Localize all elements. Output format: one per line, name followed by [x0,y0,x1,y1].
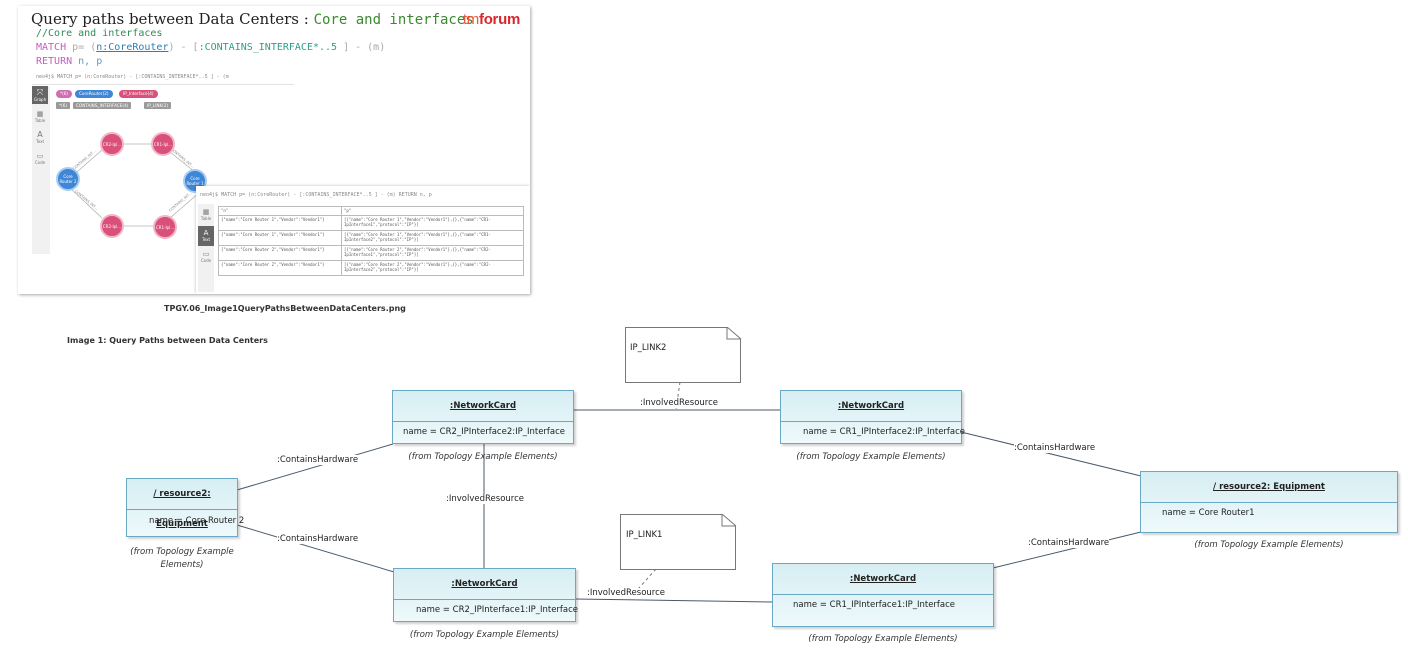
connector-involved-bot [574,598,774,603]
legend-rel-all[interactable]: *(6) [56,102,71,109]
from-package-label: Elements) [160,560,204,570]
slide-screenshot: Query paths between Data Centers : Core … [18,6,530,294]
table-row: {"name":"Core Router 2","Vendor":"Vendor… [218,260,524,276]
note-ip-link1-text: IP_LINK1 [626,530,663,540]
graph-edge [69,187,103,219]
image-caption: Image 1: Query Paths between Data Center… [67,336,268,345]
label-contains-bl: :ContainsHardware [277,534,359,544]
equipment-core-router-1[interactable]: / resource2: Equipment name = Core Route… [1140,471,1398,533]
from-package-label: (from Topology Example Elements) [409,630,560,640]
table-view-button-2[interactable]: ▦Table [200,208,212,221]
legend-node-corerouter[interactable]: CoreRouter(2) [75,90,113,98]
graph-node-cr1-ip1[interactable]: CR1-Ipl... [153,215,177,239]
class-title: :NetworkCard [393,391,573,422]
class-attribute: name = CR2_IPInterface2:IP_Interface [403,427,566,437]
tmforum-logo: tmforum [462,11,520,28]
file-caption: TPGY.06_Image1QueryPathsBetweenDataCente… [164,304,406,313]
table-result-pane: neo4j$ MATCH p= (n:CoreRouter) - [:CONTA… [196,186,530,294]
slide-title-text: Query paths between Data Centers : [31,10,314,28]
class-attribute: name = CR1_IPInterface2:IP_Interface [803,427,966,437]
connector-contains-tr [960,431,1142,477]
note-ip-link2 [625,327,741,383]
from-package-label: (from Topology Example Elements) [796,452,946,462]
from-package-label: (from Topology Example Elements) [1194,540,1344,550]
code-view-button[interactable]: ▭Code [34,152,46,165]
code-comment: //Core and interfaces [36,28,163,39]
slide-title: Query paths between Data Centers : Core … [31,10,474,28]
graph-node-cr2-ip1[interactable]: CR2-Ipl... [100,214,124,238]
code-view-button-2[interactable]: ▭Code [200,250,212,263]
class-title: :NetworkCard [773,564,993,595]
table-row: {"name":"Core Router 1","Vendor":"Vendor… [218,230,524,246]
connector-contains-br [992,531,1142,569]
class-attribute: name = Core Router 2 [149,516,245,526]
result-table: "n" "p" {"name":"Core Router 1","Vendor"… [218,206,524,276]
graph-view-button[interactable]: ⤧Graph [32,86,48,104]
legend-rel-iplink[interactable]: IP_LINK(2) [144,102,172,109]
graph-edge [169,191,201,219]
class-title: :NetworkCard [781,391,961,422]
note-ip-link1 [620,514,736,570]
label-involved-mid: :InvolvedResource [446,494,524,504]
code-return-line: RETURN n, p [36,56,103,67]
note-fold-icon [721,514,737,527]
graph-node-cr2-ip2[interactable]: CR2-Ipl... [100,132,124,156]
class-title: / resource2: Equipment [1141,472,1397,503]
graph-node-core-router-1[interactable]: Core Router 1 [183,169,207,193]
label-involved-top: :InvolvedResource [640,398,718,408]
label-contains-tr: :ContainsHardware [1014,443,1096,453]
table-view-button[interactable]: ▦Table [34,110,46,123]
networkcard-cr2-ip2[interactable]: :NetworkCard name = CR2_IPInterface2:IP_… [392,390,574,444]
class-title: / resource2: Equipment [127,479,237,529]
divider [32,84,294,85]
graph-node-core-router-2[interactable]: Core Router 2 [56,167,80,191]
graph-node-cr1-ip2[interactable]: CR1-Ipl... [151,132,175,156]
legend-node-ipinterface[interactable]: IP_Interface(4) [119,90,158,98]
networkcard-cr1-ip2[interactable]: :NetworkCard name = CR1_IPInterface2:IP_… [780,390,966,444]
class-attribute: name = Core Router1 [1162,508,1255,518]
console-query-1: neo4j$ MATCH p= (n:CoreRouter) - [:CONTA… [36,74,229,80]
connector-contains-tl [236,443,394,491]
slide-title-code: Core and interfaces [313,12,474,28]
note-ip-link2-text: IP_LINK2 [630,343,667,353]
legend-node-all[interactable]: *(6) [56,90,73,98]
label-contains-tl: :ContainsHardware [277,455,359,465]
label-contains-br: :ContainsHardware [1028,538,1110,548]
class-attribute: name = CR1_IPInterface1:IP_Interface [793,600,956,610]
class-title: :NetworkCard [394,569,575,600]
label-involved-bot: :InvolvedResource [587,588,665,598]
table-row: {"name":"Core Router 1","Vendor":"Vendor… [218,215,524,231]
class-attribute: name = CR2_IPInterface1:IP_Interface [416,605,579,615]
console-query-2: neo4j$ MATCH p= (n:CoreRouter) - [:CONTA… [200,192,432,198]
connector-contains-bl [236,524,395,573]
code-match-line: MATCH p= (n:CoreRouter) - [:CONTAINS_INT… [36,42,386,53]
equipment-core-router-2[interactable]: / resource2: Equipment name = Core Route… [126,478,245,537]
table-cell: [{"name":"Core Router 2","Vendor":"Vendo… [341,260,524,276]
networkcard-cr2-ip1[interactable]: :NetworkCard name = CR2_IPInterface1:IP_… [393,568,579,622]
note-anchor-top [675,381,681,411]
from-package-label: (from Topology Example Elements) [808,634,958,644]
from-package-label: (from Topology Example [130,547,234,557]
legend-rel-contains[interactable]: CONTAINS_INTERFACE(4) [73,102,132,109]
from-package-label: (from Topology Example Elements) [408,452,558,462]
note-fold-icon [726,327,742,340]
networkcard-cr1-ip1[interactable]: :NetworkCard name = CR1_IPInterface1:IP_… [772,563,994,627]
